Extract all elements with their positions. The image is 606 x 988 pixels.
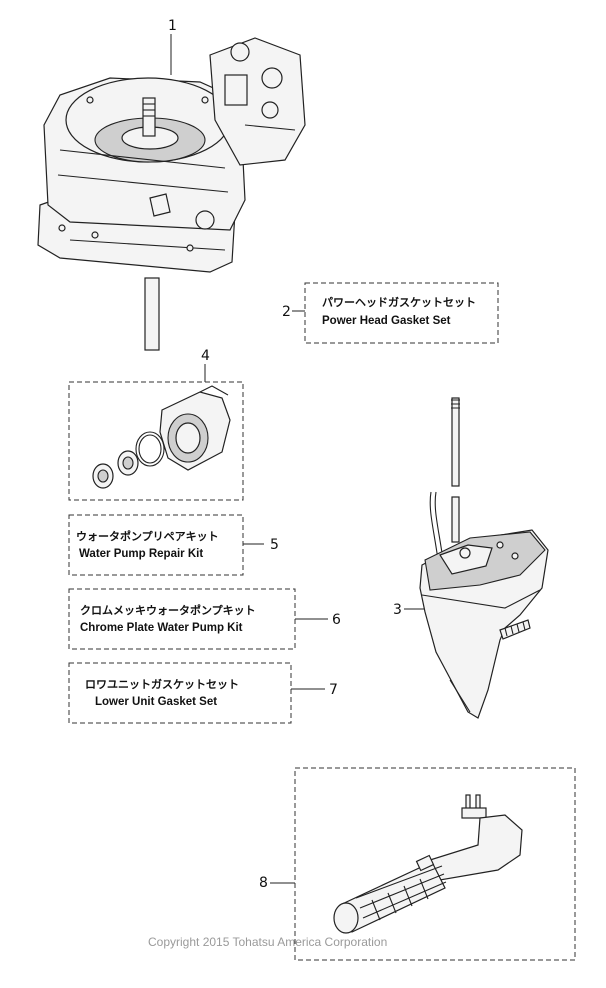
- chrome-plate-water-pump-kit-box: [68, 588, 296, 650]
- lower-unit-gasket-set-jp: ロワユニットガスケットセット: [85, 677, 239, 691]
- callout-2: 2: [282, 304, 291, 320]
- callout-6: 6: [332, 612, 341, 628]
- water-pump-repair-kit-box: [68, 514, 244, 576]
- tool-illustration: [333, 794, 523, 934]
- power-head-gasket-set-jp: パワーヘッドガスケットセット: [322, 295, 476, 309]
- copyright-notice: Copyright 2015 Tohatsu America Corporati…: [148, 935, 387, 949]
- callout-4: 4: [201, 348, 210, 364]
- power-head-gasket-set-en: Power Head Gasket Set: [322, 315, 451, 327]
- callout-3: 3: [393, 602, 402, 618]
- tool-box: [294, 767, 576, 961]
- water-pump-repair-kit-jp: ウォータポンプリペアキット: [76, 529, 219, 543]
- water-pump-parts-box: [68, 381, 244, 501]
- water-pump-repair-kit-en: Water Pump Repair Kit: [79, 548, 203, 560]
- lower-unit-gasket-set-en: Lower Unit Gasket Set: [95, 696, 217, 708]
- lower-unit-gasket-set-box: [68, 662, 292, 724]
- callout-5: 5: [270, 537, 279, 553]
- callout-7: 7: [329, 682, 338, 698]
- callout-8: 8: [259, 875, 268, 891]
- chrome-plate-water-pump-kit-jp: クロムメッキウォータポンプキット: [80, 603, 256, 617]
- power-head-gasket-set-box: [304, 282, 499, 344]
- callout-1: 1: [168, 18, 177, 34]
- power-head-illustration: [37, 37, 306, 351]
- lower-unit-illustration: [419, 397, 549, 719]
- chrome-plate-water-pump-kit-en: Chrome Plate Water Pump Kit: [80, 622, 243, 634]
- water-pump-parts-illustration: [92, 385, 231, 489]
